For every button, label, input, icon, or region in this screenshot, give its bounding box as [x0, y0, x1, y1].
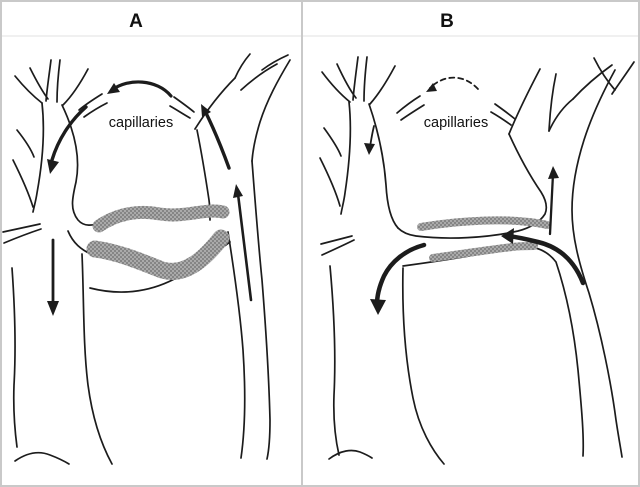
panel-a-left-tree-branch: [56, 59, 61, 103]
panel-a-capillary-stub: [173, 96, 195, 113]
panel-a-right-tree-branch: [194, 77, 236, 130]
panel-b-right-tree-branch: [593, 57, 616, 91]
panel-a-tributary-edge: [3, 228, 42, 244]
panel-a-left-tree-branch: [62, 68, 89, 106]
panel-b-left-trunk-edge: [340, 101, 352, 215]
panel-b-shunt-stipple-band-upper: [417, 216, 551, 231]
panel-a-label: A: [129, 11, 143, 32]
panel-a: A: [2, 11, 291, 465]
panel-b-right-tree-branch: [548, 73, 557, 132]
panel-b-bottom-branch: [328, 449, 373, 460]
panel-b-left-side-branch: [319, 157, 341, 207]
panel-b-down-thick-arrow: [374, 242, 427, 307]
panel-b-capillaries-label: capillaries: [424, 115, 488, 131]
panel-b-left-tree-branch: [336, 63, 357, 99]
panel-b-up-flow-arrowhead: [548, 166, 559, 179]
panel-b-right-tree-branch: [508, 68, 541, 135]
panel-a-right-vessel-outer-edge: [251, 160, 271, 460]
panel-b-right-tree-branch: [611, 61, 635, 95]
panel-a-right-vessel-outer-edge: [251, 59, 291, 162]
panel-b-capillary-stub: [396, 95, 421, 114]
panel-a-capillaries-label: capillaries: [109, 115, 173, 131]
panel-b-shunt-flow-arrow: [505, 233, 586, 286]
panel-a-left-tree-branch: [45, 59, 52, 102]
panel-b-left-trunk-edge: [368, 103, 399, 229]
panel-b-left-tree-branch: [321, 71, 351, 103]
panel-b-dashed-capillary-arc-arrow: [429, 76, 479, 90]
panel-b-lower-trunk-edge: [329, 265, 340, 456]
panel-b-capillary-stub: [490, 111, 512, 126]
panel-b-tributary-edge: [320, 235, 353, 245]
panel-b-lower-trunk-edge: [401, 267, 445, 465]
panel-b-left-tree-branch: [369, 65, 396, 105]
panel-a-bottom-branch: [14, 451, 70, 465]
panel-a-lower-trunk-edge: [81, 253, 113, 465]
panel-b-up-flow-arrow: [548, 172, 555, 236]
panel-a-capillary-arc-arrowhead: [107, 83, 120, 94]
panel-a-artery-up-curve-arrow: [203, 109, 231, 170]
panel-a-capillary-arc-arrow: [110, 80, 173, 98]
panel-b-channel-bottom-wall: [402, 245, 585, 457]
panel-a-right-tree-branch: [234, 53, 251, 79]
panel-a-right-tree-branch: [240, 63, 278, 91]
panel-b-left-side-branch: [323, 127, 342, 157]
panel-a-artery-up-arrowhead: [201, 104, 211, 117]
panel-a-lower-trunk-edge: [11, 267, 18, 448]
panel-b-capillary-stub: [400, 104, 425, 121]
panel-b-channel-top-wall: [397, 133, 548, 239]
panel-b-tributary-edge: [321, 239, 355, 256]
panel-a-right-vessel-inner-edge: [227, 231, 246, 459]
panel-b-down-thick-arrowhead: [370, 299, 386, 315]
panel-a-left-side-branch: [16, 129, 35, 158]
panel-b: B: [319, 11, 635, 465]
panel-a-up-flow-arrow: [236, 192, 253, 302]
panel-a-capillary-stub: [169, 105, 191, 119]
panel-b-label: B: [440, 11, 454, 32]
panel-a-vein-down-arrowhead: [47, 159, 59, 174]
panel-b-shunt-flow-arrowhead: [501, 228, 514, 244]
panel-a-capillary-stub: [83, 102, 108, 118]
panel-b-dashed-arc-arrowhead: [426, 83, 437, 92]
panel-a-left-trunk-edge: [61, 104, 102, 226]
panel-a-up-flow-arrowhead: [233, 184, 243, 198]
panel-a-down-flow-arrowhead: [47, 301, 59, 316]
panel-a-shunt-stipple-band-upper: [92, 204, 230, 233]
panel-a-right-tree-branch: [261, 54, 289, 71]
panel-b-right-tree-branch: [572, 64, 613, 100]
panel-a-tributary-edge: [2, 223, 41, 233]
panel-b-right-tree-branch: [548, 98, 574, 132]
panel-a-vein-down-curve-arrow: [50, 105, 88, 162]
panel-a-left-trunk-edge: [32, 102, 45, 213]
panel-b-left-tree-branch: [352, 56, 359, 101]
panel-b-capillary-stub: [494, 103, 516, 120]
panel-b-right-vessel-outer-edge: [571, 69, 623, 458]
panel-b-left-tree-branch: [363, 56, 368, 102]
panel-b-shunt-stipple-band-lower: [429, 242, 538, 262]
panel-b-small-down-arrowhead: [364, 143, 375, 155]
panel-a-left-side-branch: [12, 159, 34, 208]
panel-a-left-tree-branch: [14, 75, 43, 104]
panel-a-shunt-stipple-band-lower: [86, 229, 230, 280]
panel-a-capillary-stub: [78, 93, 103, 111]
